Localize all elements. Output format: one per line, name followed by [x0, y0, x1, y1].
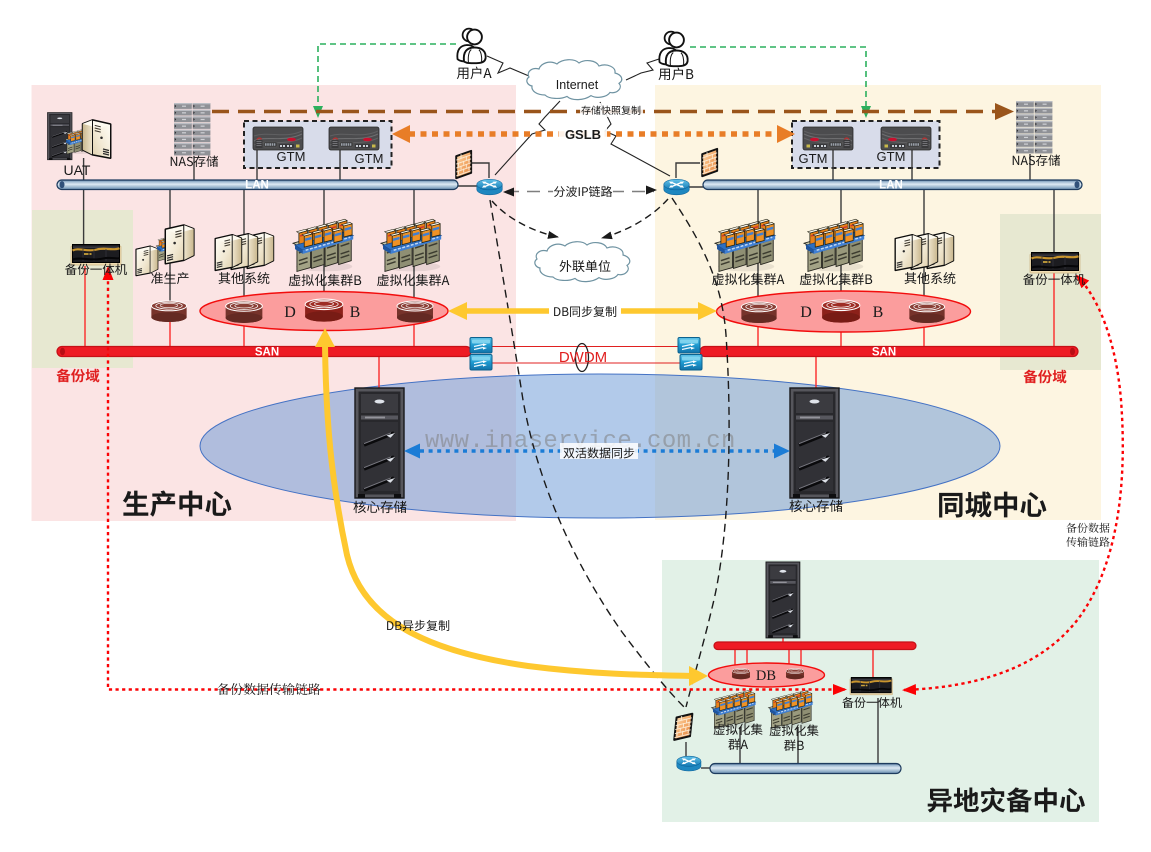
svg-text:GTM: GTM	[277, 149, 306, 164]
svg-text:DWDM: DWDM	[559, 349, 607, 366]
svg-text:B: B	[873, 304, 884, 321]
svg-text:GSLB: GSLB	[565, 127, 601, 142]
svg-text:GTM: GTM	[877, 149, 906, 164]
svg-text:LAN: LAN	[879, 180, 903, 192]
svg-text:GTM: GTM	[799, 151, 828, 166]
svg-text:UAT: UAT	[64, 162, 91, 178]
svg-text:Internet: Internet	[556, 78, 599, 92]
svg-text:LAN: LAN	[245, 180, 269, 192]
svg-text:GTM: GTM	[355, 151, 384, 166]
svg-text:DB: DB	[756, 668, 776, 684]
svg-text:D: D	[800, 304, 812, 321]
svg-text:B: B	[350, 304, 361, 321]
svg-text:D: D	[284, 304, 296, 321]
svg-text:SAN: SAN	[872, 347, 896, 359]
svg-text:SAN: SAN	[255, 347, 279, 359]
